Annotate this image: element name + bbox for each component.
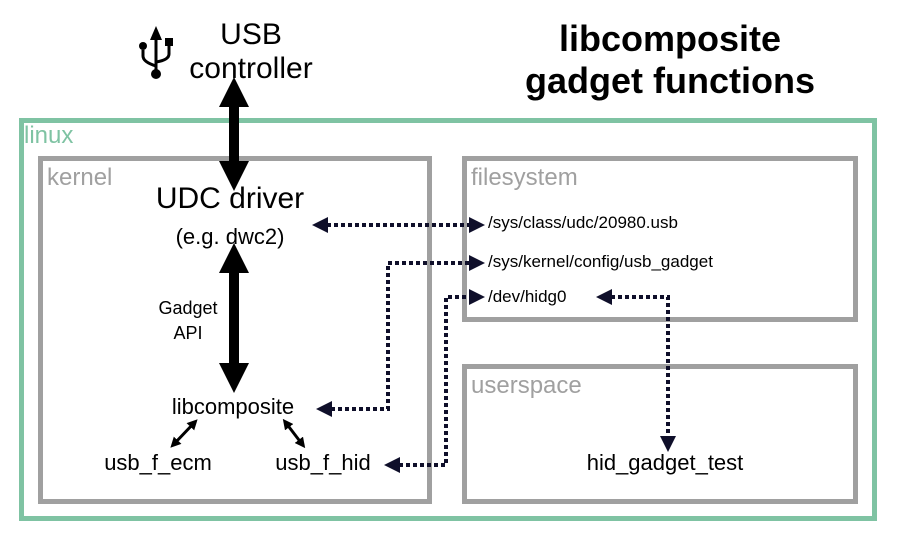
path-udc: /sys/class/udc/20980.usb — [488, 213, 678, 232]
path-usb-gadget: /sys/kernel/config/usb_gadget — [488, 252, 713, 271]
hid-gadget-test-label: hid_gadget_test — [586, 450, 744, 475]
linux-box — [19, 118, 877, 521]
usb-f-ecm-label: usb_f_ecm — [104, 450, 212, 475]
diagram-title: libcomposite gadget functions — [525, 18, 815, 101]
usb-f-hid-label: usb_f_hid — [275, 450, 371, 475]
libcomposite-hid-arrow — [282, 418, 306, 449]
configfs-libcomposite-arrow — [316, 255, 485, 417]
hidg0-test-arrow — [596, 289, 676, 452]
gadget-api-label: Gadget API — [158, 298, 218, 343]
libcomposite-label: libcomposite — [171, 394, 295, 419]
libcomposite-ecm-arrow — [170, 419, 198, 448]
usb-icon — [139, 26, 173, 79]
kernel-label: kernel — [47, 164, 113, 191]
usb-controller-label: USB controller — [189, 18, 313, 85]
hidg0-hid-arrow — [384, 289, 485, 473]
linux-label: linux — [24, 122, 74, 149]
filesystem-label: filesystem — [471, 164, 578, 191]
path-hidg0: /dev/hidg0 — [488, 287, 567, 306]
userspace-label: userspace — [471, 372, 582, 399]
